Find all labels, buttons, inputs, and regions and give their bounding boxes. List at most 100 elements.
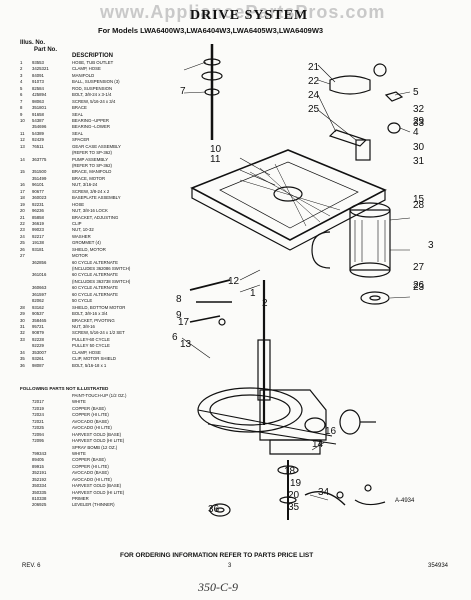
- part-number: 360663: [32, 285, 47, 291]
- part-number: 799343: [32, 450, 47, 456]
- part-number: 93553: [32, 60, 44, 65]
- part-number: 91658: [32, 111, 44, 117]
- page-number: 3: [228, 563, 232, 569]
- illus-number: 5: [20, 85, 23, 91]
- part-number: 362856: [32, 259, 47, 265]
- parts-row: (REFER TO SP-362): [20, 150, 170, 156]
- part-number: 352191: [32, 470, 47, 476]
- description-header: DESCRIPTION: [72, 53, 114, 59]
- part-number: 72021: [32, 418, 44, 424]
- illus-number: 11: [20, 130, 25, 136]
- callout-11: 11: [210, 154, 221, 165]
- part-description: NUT, 10-32: [72, 227, 94, 233]
- models-line: For Models LWA6400W3,LWA6404W3,LWA6405W3…: [98, 26, 324, 35]
- illus-number: 28: [20, 304, 25, 310]
- handwritten-note: 350-C-9: [198, 580, 238, 594]
- page-title: DRIVE SYSTEM: [190, 8, 309, 23]
- watermark: www.AppliancePartsPros.com: [100, 2, 386, 22]
- part-description: CLAMP, HOSE: [72, 66, 101, 72]
- part-number: 360023: [32, 195, 47, 201]
- illus-number: 36: [20, 362, 25, 368]
- callout-2: 2: [262, 298, 268, 309]
- callout-22: 22: [308, 76, 320, 87]
- part-description: MOTOR: [72, 253, 88, 259]
- part-number: 96101: [32, 182, 44, 188]
- illus-number: 34: [20, 349, 25, 355]
- illus-number: 33: [20, 336, 25, 342]
- part-number: 72024: [32, 412, 44, 418]
- part-description: WHITE: [72, 399, 86, 405]
- part-description: HARVEST GOLD (HI LITE): [72, 438, 125, 444]
- part-description: PUMP ASSEMBLY: [72, 156, 109, 162]
- part-description: NUT, 3/8-16 LOCK: [72, 208, 108, 214]
- part-description: CLIP: [72, 220, 82, 226]
- illus-number: 21: [20, 214, 25, 220]
- callout-6: 6: [172, 332, 178, 343]
- part-description: SHIELD, BOTTOM MOTOR: [72, 304, 126, 310]
- part-description: MANIFOLD: [72, 72, 95, 78]
- part-description: BALL, SUSPENSION (3): [72, 79, 120, 85]
- part-description: AVOCADO (HI LITE): [72, 476, 112, 482]
- part-number: 54387: [32, 117, 44, 123]
- illus-number: 18: [20, 195, 25, 201]
- callout-12: 12: [228, 276, 240, 287]
- part-number: 96236: [32, 208, 44, 214]
- not-illustrated-row: 799343 WHITE: [20, 451, 170, 457]
- part-description: HOSE: [72, 201, 85, 207]
- part-number: 89915: [32, 463, 44, 469]
- part-description: (REFER TO SP-362): [72, 163, 112, 168]
- illus-no-header: Illus. No.: [20, 40, 46, 46]
- callout-5: 5: [413, 87, 419, 98]
- illus-number: 26: [20, 246, 25, 252]
- part-description: WHITE: [72, 450, 86, 456]
- callout-25: 25: [308, 104, 320, 115]
- part-number: 90537: [32, 311, 44, 317]
- part-description: LEVELER (THINNER): [72, 502, 115, 508]
- illus-number: 30: [20, 317, 25, 323]
- callout-7: 7: [180, 86, 186, 97]
- callout-14: 14: [312, 439, 324, 450]
- part-description: ROD, SUSPENSION: [72, 85, 113, 91]
- part-description: COPPER (HI LITE): [72, 412, 109, 418]
- part-number: 84091: [32, 72, 44, 78]
- part-number: 351499: [32, 175, 47, 181]
- part-description: CLAMP, HOSE: [72, 349, 101, 355]
- diagram-reference: A-4934: [395, 498, 415, 504]
- part-number: 19138: [32, 240, 44, 246]
- callout-18: 18: [284, 466, 296, 477]
- callout-13: 13: [180, 339, 192, 350]
- part-description: HARVEST GOLD (HI LITE): [72, 489, 125, 495]
- part-description: 60 CYCLE ALTERNATE: [72, 291, 118, 297]
- part-number: 92231: [32, 201, 44, 207]
- callout-28: 28: [413, 200, 425, 211]
- callout-30: 30: [413, 142, 425, 153]
- part-description: (INCLUDES 362086 SWITCH): [72, 266, 131, 271]
- illus-number: 14: [20, 156, 25, 162]
- parts-row: (INCLUDES 362086 SWITCH): [20, 266, 170, 272]
- part-number: 3425321: [32, 66, 49, 72]
- part-description: HOSE, TUB OUTLET: [72, 60, 114, 65]
- part-description: BRACE, MANIFOLD: [72, 169, 112, 175]
- callout-10: 10: [210, 144, 222, 155]
- part-description: BRACE: [72, 105, 87, 111]
- part-description: COPPER (BASE): [72, 457, 106, 463]
- part-number: 351500: [32, 169, 47, 175]
- part-number: 358465: [32, 317, 47, 323]
- part-description: COPPER (BASE): [72, 405, 106, 411]
